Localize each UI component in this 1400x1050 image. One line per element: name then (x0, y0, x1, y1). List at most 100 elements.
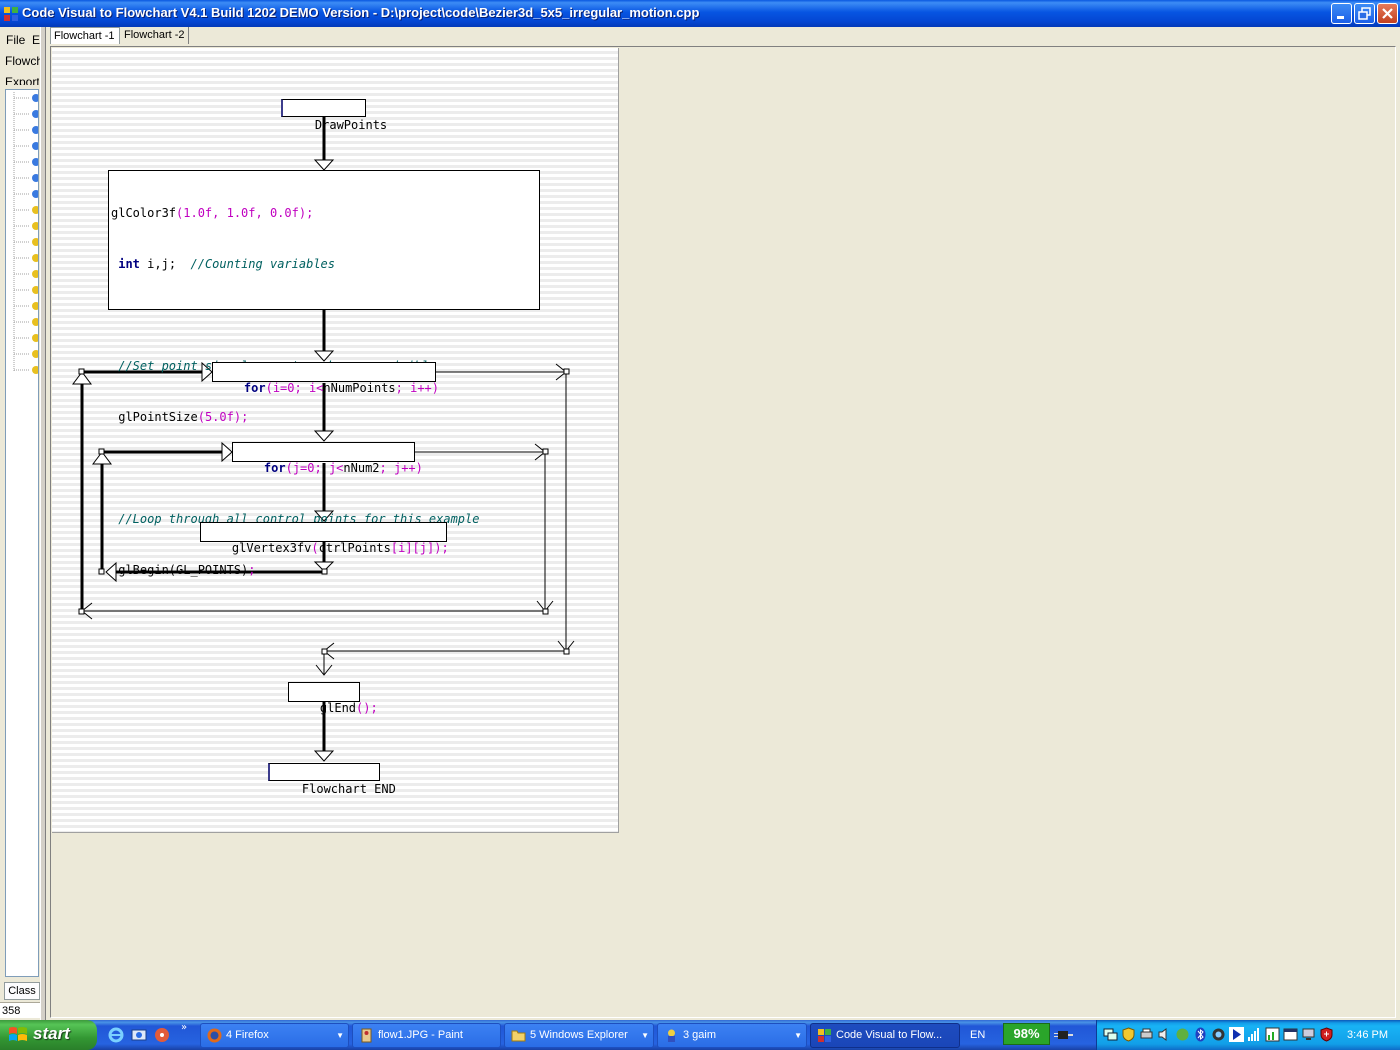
clock[interactable]: 3:46 PM (1347, 1029, 1388, 1041)
update-icon[interactable] (1175, 1027, 1190, 1042)
arrowhead-down (313, 159, 335, 171)
statement-glvertex[interactable]: glVertex3fv(ctrlPoints[i][j]); (200, 522, 449, 555)
battery-meter[interactable]: 98% (1003, 1023, 1050, 1045)
arrowhead-up (72, 371, 92, 385)
flowchart-end-node[interactable]: Flowchart END (268, 763, 396, 796)
arrowhead-left (105, 561, 117, 583)
title-bar: Code Visual to Flowchart V4.1 Build 1202… (0, 0, 1400, 27)
for-loop-outer[interactable]: for(i=0; i<nNumPoints; i++) (212, 362, 439, 395)
play-icon[interactable] (1229, 1027, 1244, 1042)
minimize-button[interactable] (1331, 3, 1352, 24)
junction (542, 448, 549, 455)
tree-node-icon[interactable] (32, 110, 39, 118)
tree-node-icon[interactable] (32, 94, 39, 102)
panel-splitter[interactable] (40, 27, 46, 1020)
chart-icon[interactable] (1265, 1027, 1280, 1042)
arrowhead-right (201, 361, 213, 383)
flowchart-canvas[interactable]: DrawPoints glColor3f(1.0f, 1.0f, 0.0f); … (52, 48, 619, 833)
camera-icon[interactable] (1211, 1027, 1226, 1042)
tree-node-icon[interactable] (32, 158, 39, 166)
code-blank-line (111, 307, 537, 324)
process-block-1[interactable]: glColor3f(1.0f, 1.0f, 0.0f); int i,j; //… (108, 170, 540, 577)
start-label: start (33, 1024, 70, 1043)
statement-glend[interactable]: glEnd(); (288, 682, 378, 715)
flowchart-connectors (72, 116, 575, 762)
tree-node-icon[interactable] (32, 318, 39, 326)
menu-export[interactable]: Export (5, 75, 39, 85)
close-button[interactable] (1377, 3, 1398, 24)
tree-node-icon[interactable] (32, 238, 39, 246)
task-gaim[interactable]: 3 gaim ▼ (657, 1023, 807, 1048)
junction (98, 448, 105, 455)
class-tab[interactable]: Class (4, 982, 40, 1000)
tree-node-icon[interactable] (32, 270, 39, 278)
chevron-down-icon: ▼ (336, 1031, 344, 1040)
window-icon[interactable] (1283, 1027, 1298, 1042)
folder-icon (511, 1030, 526, 1042)
arrowhead-down (313, 750, 335, 762)
start-label: DrawPoints (314, 118, 388, 132)
menu-file[interactable]: File (6, 33, 26, 47)
start-button[interactable]: start (0, 1020, 97, 1050)
security-icon[interactable] (1319, 1027, 1334, 1042)
junction (563, 368, 570, 375)
tab-flowchart-1[interactable]: Flowchart -1 (50, 27, 120, 44)
tree-node-icon[interactable] (32, 174, 39, 182)
media-icon[interactable] (154, 1027, 170, 1043)
network-icon[interactable] (1103, 1027, 1118, 1042)
tree-node-icon[interactable] (32, 366, 39, 374)
for-loop-inner[interactable]: for(j=0; j<nNum2; j++) (232, 442, 423, 475)
minimize-icon (1337, 16, 1344, 19)
ie-icon[interactable] (108, 1027, 124, 1043)
task-firefox[interactable]: 4 Firefox ▼ (200, 1023, 349, 1048)
shield-icon[interactable] (1121, 1027, 1136, 1042)
restore-icon (1358, 7, 1371, 20)
tree-node-icon[interactable] (32, 286, 39, 294)
tree-node-icon[interactable] (32, 222, 39, 230)
arrowhead-up (92, 451, 112, 465)
tab-flowchart-2[interactable]: Flowchart -2 (121, 27, 189, 44)
task-code-visual[interactable]: Code Visual to Flow... (810, 1023, 960, 1048)
arrowhead-down (313, 510, 335, 522)
tree-node-icon[interactable] (32, 206, 39, 214)
tree-node-icon[interactable] (32, 302, 39, 310)
menu-edit[interactable]: E (32, 33, 41, 47)
task-windows-explorer[interactable]: 5 Windows Explorer ▼ (504, 1023, 654, 1048)
line-number: 358 (0, 1002, 40, 1018)
menu-flowchart[interactable]: Flowch (5, 54, 44, 68)
app-icon (818, 1029, 831, 1042)
arrowhead-down (313, 350, 335, 362)
system-tray: 3:46 PM (1096, 1020, 1400, 1050)
tree-node-icon[interactable] (32, 190, 39, 198)
arrowhead-down (313, 561, 335, 572)
chevron-down-icon: ▼ (794, 1031, 802, 1040)
code-line-2: int i,j; //Counting variables (118, 257, 335, 271)
tree-lines (13, 92, 39, 374)
printer-icon[interactable] (1139, 1027, 1154, 1042)
tree-node-icon[interactable] (32, 334, 39, 342)
task-paint[interactable]: flow1.JPG - Paint (352, 1023, 501, 1048)
language-indicator[interactable]: EN (970, 1029, 986, 1041)
end-label: Flowchart END (301, 782, 396, 796)
flowchart-start-node[interactable]: DrawPoints (281, 99, 387, 132)
tree-node-icon[interactable] (32, 142, 39, 150)
computer-icon[interactable] (1301, 1027, 1316, 1042)
code-line-4: glPointSize(5.0f); (118, 410, 249, 424)
junction (78, 368, 85, 375)
outlook-icon[interactable] (131, 1027, 147, 1043)
tree-node-icon[interactable] (32, 126, 39, 134)
gaim-icon (668, 1029, 675, 1042)
tree-node-icon[interactable] (32, 254, 39, 262)
quick-launch-overflow-icon[interactable]: » (181, 1022, 188, 1033)
restore-button[interactable] (1354, 3, 1375, 24)
chevron-down-icon: ▼ (641, 1031, 649, 1040)
plug-icon[interactable] (1052, 1029, 1074, 1041)
junction (542, 608, 549, 615)
signal-icon[interactable] (1247, 1027, 1262, 1042)
windows-logo-icon (9, 1027, 27, 1041)
function-tree[interactable] (5, 89, 39, 977)
bluetooth-icon[interactable] (1193, 1027, 1208, 1042)
volume-icon[interactable] (1157, 1027, 1172, 1042)
close-icon (1382, 8, 1393, 19)
tree-node-icon[interactable] (32, 350, 39, 358)
